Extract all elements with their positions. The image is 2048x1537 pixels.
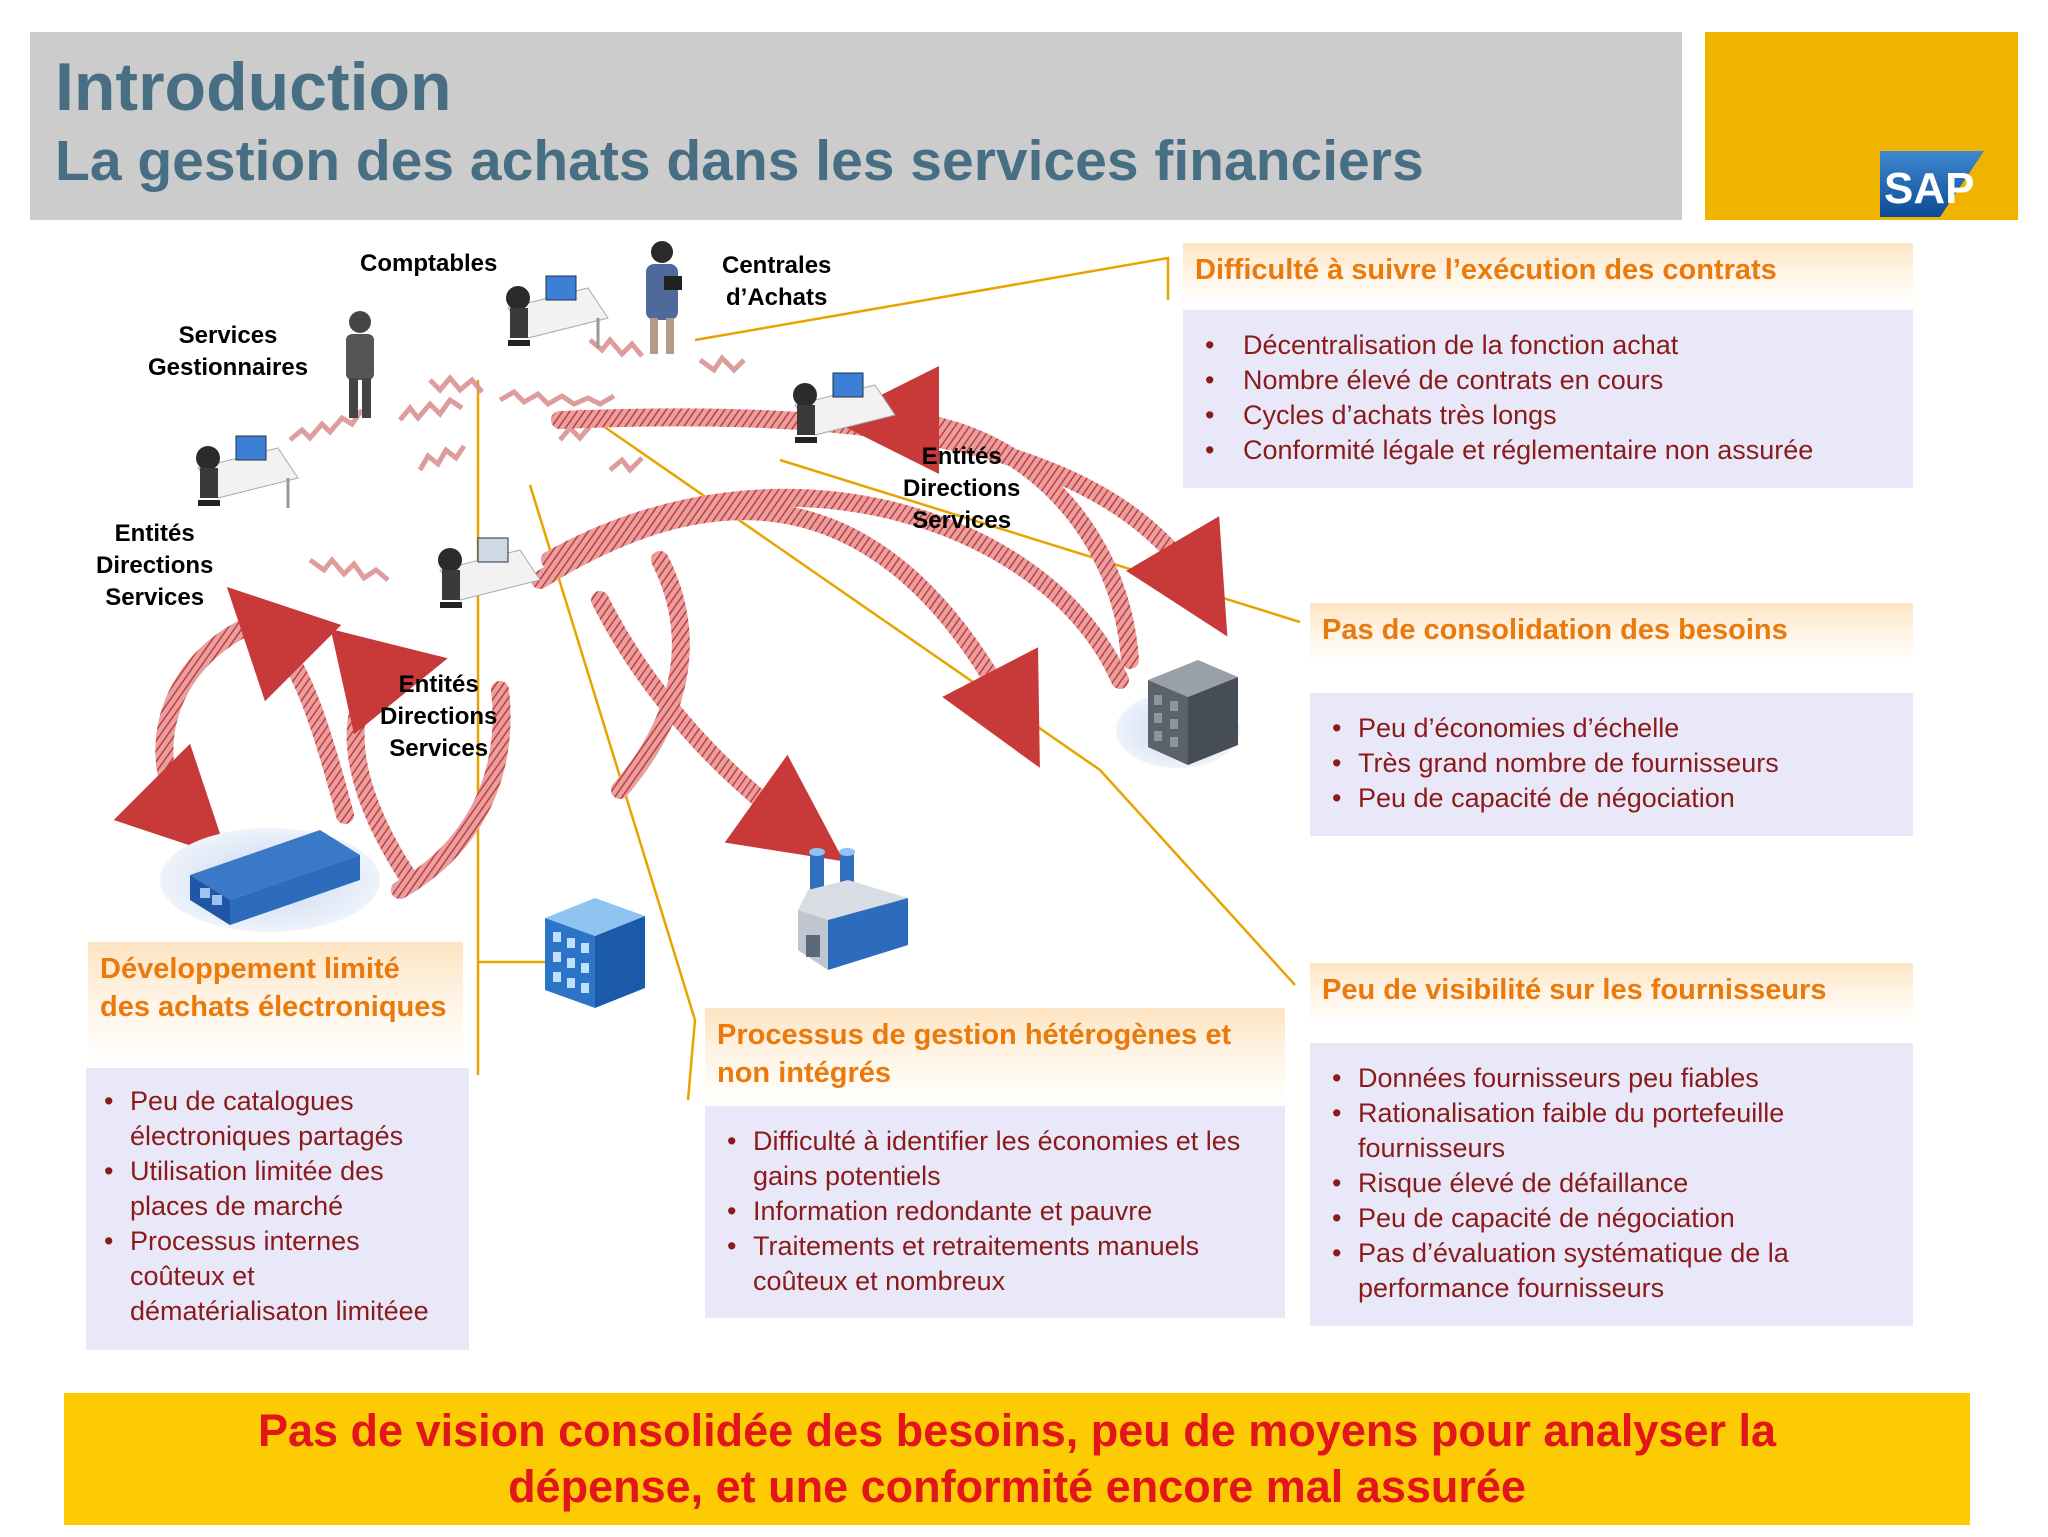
list-item: Processus internes coûteux et dématérial… [100, 1224, 455, 1329]
list-item: Cycles d’achats très longs [1201, 398, 1895, 433]
list-item: Très grand nombre de fournisseurs [1328, 746, 1895, 781]
list-item: Nombre élevé de contrats en cours [1201, 363, 1895, 398]
list-item: Pas d’évaluation systématique de la perf… [1328, 1236, 1895, 1306]
list-item: Traitements et retraitements manuels coû… [723, 1229, 1267, 1299]
callout-visibilite-title: Peu de visibilité sur les fournisseurs [1310, 963, 1913, 1025]
arrow-from-warehouse [226, 586, 354, 824]
arrow-to-building [541, 488, 1129, 689]
page-subtitle: La gestion des achats dans les services … [55, 129, 1424, 193]
list-item: Difficulté à identifier les économies et… [723, 1124, 1267, 1194]
list-item: Information redondante et pauvre [723, 1194, 1267, 1229]
list-item: Données fournisseurs peu fiables [1328, 1061, 1895, 1096]
factory-icon [798, 848, 908, 970]
label-entites-right: Entités Directions Services [903, 443, 1021, 534]
callout-visibilite-list: Données fournisseurs peu fiables Rationa… [1310, 1043, 1913, 1326]
callout-electronique-list: Peu de catalogues électroniques partagés… [86, 1068, 469, 1350]
list-item: Peu de capacité de négociation [1328, 1201, 1895, 1236]
conclusion-banner: Pas de vision consolidée des besoins, pe… [64, 1393, 1970, 1525]
warehouse-icon [160, 828, 380, 932]
arrow-to-factory [591, 591, 844, 862]
arrow-from-office [330, 629, 448, 889]
sap-logo: SAP [1880, 151, 1984, 217]
list-item: Rationalisation faible du portefeuille f… [1328, 1096, 1895, 1166]
list-item: Risque élevé de défaillance [1328, 1166, 1895, 1201]
page-title: Introduction [55, 49, 452, 125]
list-item: Conformité légale et réglementaire non a… [1201, 433, 1895, 468]
label-centrales-achats: Centrales d’Achats [722, 252, 832, 311]
arrow-to-center-1 [531, 502, 1040, 768]
arrow-mid-curve [611, 551, 690, 799]
label-comptables: Comptables [360, 250, 498, 277]
logo-block [1705, 32, 2018, 220]
list-item: Utilisation limitée des places de marché [100, 1154, 455, 1224]
header-bar: Introduction La gestion des achats dans … [30, 32, 1682, 220]
desk-workstation-icon [196, 275, 896, 608]
sap-logo-text: SAP [1884, 164, 1974, 213]
callout-consolidation-list: Peu d’économies d’échelle Très grand nom… [1310, 693, 1913, 836]
callout-contrats-title: Difficulté à suivre l’exécution des cont… [1183, 243, 1913, 305]
callout-processus-list: Difficulté à identifier les économies et… [705, 1106, 1285, 1318]
arrow-to-desk-right [831, 366, 1139, 669]
person-icon [346, 241, 682, 418]
callout-consolidation-title: Pas de consolidation des besoins [1310, 603, 1913, 665]
flow-arrows [113, 366, 1228, 899]
exchange-squiggles [288, 336, 746, 582]
callout-contrats-list: Décentralisation de la fonction achat No… [1183, 310, 1913, 488]
label-services-gestionnaires: Services Gestionnaires [148, 322, 309, 381]
list-item: Peu de capacité de négociation [1328, 781, 1895, 816]
conclusion-line-1: Pas de vision consolidée des besoins, pe… [257, 1405, 1777, 1456]
office-building-icon [545, 898, 645, 1008]
list-item: Peu de catalogues électroniques partagés [100, 1084, 455, 1154]
list-item: Peu d’économies d’échelle [1328, 711, 1895, 746]
arrow-office-tail [391, 681, 511, 899]
label-entites-center: Entités Directions Services [380, 671, 498, 762]
arrow-to-warehouse-left [113, 621, 249, 859]
connector-visibilite [579, 408, 1296, 986]
office-building-icon [1116, 660, 1240, 768]
list-item: Décentralisation de la fonction achat [1201, 328, 1895, 363]
conclusion-line-2: dépense, et une conformité encore mal as… [508, 1461, 1526, 1512]
callout-processus-title: Processus de gestion hétérogènes et non … [705, 1008, 1285, 1104]
callout-electronique-title: Développement limité des achats électron… [88, 942, 463, 1064]
connector-contrats [694, 256, 1170, 342]
connector-processus [528, 484, 697, 1101]
label-entites-left: Entités Directions Services [96, 520, 214, 611]
